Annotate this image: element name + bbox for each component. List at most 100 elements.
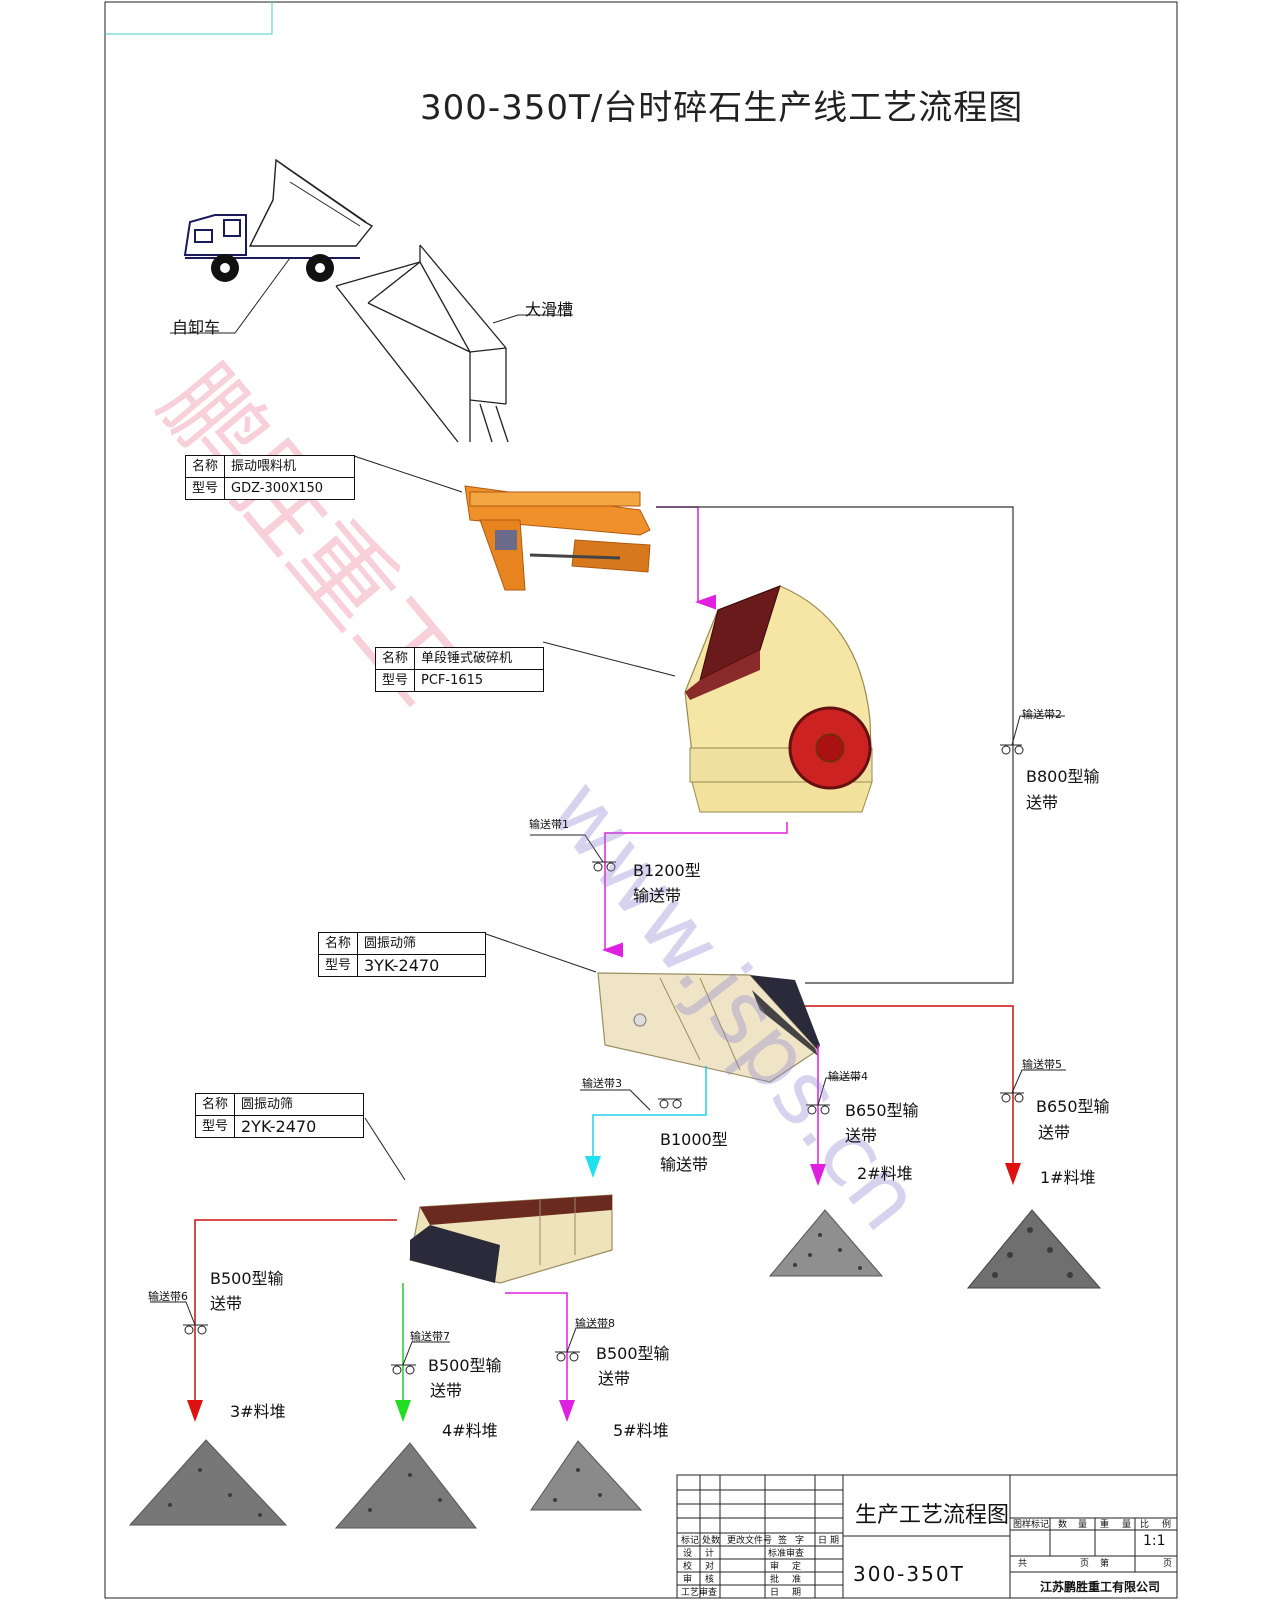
belt2-model-2: 送带 — [1026, 793, 1059, 812]
screen2-model: 2YK-2470 — [241, 1117, 317, 1136]
crusher-name: 单段锤式破碎机 — [421, 651, 513, 666]
pile5-label: 5#料堆 — [613, 1421, 669, 1440]
spec-key: 名称 — [186, 456, 225, 477]
belt4-model: B650型输 — [845, 1101, 919, 1120]
conveyor5-flow — [805, 1005, 1014, 1180]
tb-qty-1: 数 — [1058, 1520, 1068, 1530]
drawing-name: 生产工艺流程图 — [855, 1503, 1010, 1528]
pile4-label: 4#料堆 — [442, 1421, 498, 1440]
belt6-label: 输送带6 — [148, 1290, 188, 1303]
belt5-model-2: 送带 — [1038, 1123, 1071, 1142]
tb-header-date1: 日 — [818, 1536, 828, 1546]
feeder-model: GDZ-300X150 — [231, 481, 323, 496]
tb-ratify-1: 批 — [770, 1575, 780, 1585]
belt8-label: 输送带8 — [575, 1317, 615, 1330]
belt6-model: B500型输 — [210, 1269, 284, 1288]
feeder-leader — [353, 455, 463, 493]
tb-header-sign2: 字 — [795, 1536, 805, 1546]
crusher-leader — [542, 641, 676, 677]
tb-approve-1: 审 — [770, 1562, 780, 1572]
corner-tab — [105, 2, 273, 35]
screen2-spec: 名称圆振动筛 型号 2YK-2470 — [195, 1093, 364, 1138]
belt1-label: 输送带1 — [529, 818, 569, 831]
conveyor5-arrow — [1005, 1163, 1021, 1185]
tb-header-docno: 更改文件号 — [727, 1536, 773, 1546]
hopper-chute-icon — [335, 244, 509, 443]
tb-header-count: 处数 — [702, 1536, 721, 1546]
stone-texture — [168, 1227, 1073, 1517]
tb-sheet-total: 共 — [1018, 1559, 1028, 1569]
belt7-model: B500型输 — [428, 1356, 502, 1375]
tb-review-2: 核 — [705, 1575, 715, 1585]
tb-date-2: 期 — [792, 1588, 802, 1598]
hopper-label: 大滑槽 — [525, 300, 574, 319]
spec-key: 名称 — [376, 648, 415, 669]
tb-header-sign1: 签 — [778, 1536, 788, 1546]
tb-weight-2: 量 — [1122, 1520, 1132, 1530]
tb-sheet-unit: 页 — [1080, 1559, 1090, 1569]
vibrating-feeder-icon — [464, 485, 651, 591]
conveyor1-flow — [602, 822, 788, 958]
belt2-label: 输送带2 — [1022, 708, 1062, 721]
screen1-model: 3YK-2470 — [364, 956, 440, 975]
hopper-leader — [492, 314, 573, 324]
tb-sample-mark: 图样标记 — [1013, 1520, 1050, 1530]
screen1-leader — [485, 933, 597, 973]
conveyor3-flow — [592, 1066, 707, 1168]
belt1-model: B1200型 — [633, 861, 701, 880]
conveyor6-arrow — [187, 1400, 203, 1422]
tb-sheet-unit2: 页 — [1163, 1559, 1173, 1569]
tb-approve-2: 定 — [792, 1562, 802, 1572]
conveyor3-arrow — [585, 1156, 601, 1178]
pile3-label: 3#料堆 — [230, 1402, 286, 1421]
tb-weight-1: 重 — [1100, 1520, 1110, 1530]
tb-date-1: 日 — [770, 1588, 780, 1598]
spec-key: 型号 — [196, 1116, 235, 1137]
tb-header-date2: 期 — [830, 1536, 840, 1546]
drawing-number: 300-350T — [853, 1562, 965, 1586]
spec-key: 型号 — [319, 955, 358, 976]
scale-value: 1:1 — [1143, 1533, 1166, 1549]
conveyor8-flow — [505, 1292, 568, 1410]
truck-leader — [170, 257, 291, 334]
tb-process-review: 工艺审查 — [681, 1588, 718, 1598]
belt6-model-2: 送带 — [210, 1294, 243, 1313]
tb-check-2: 对 — [705, 1562, 715, 1572]
title-block-grid — [676, 1474, 1178, 1599]
tb-design-2: 计 — [705, 1549, 715, 1559]
pile2-label: 2#料堆 — [857, 1164, 913, 1183]
feed-to-crusher-flow — [656, 506, 716, 610]
company-name: 江苏鹏胜重工有限公司 — [1040, 1580, 1161, 1594]
conveyor4-arrow — [810, 1164, 826, 1186]
page-title: 300-350T/台时碎石生产线工艺流程图 — [420, 88, 1024, 128]
screen2-name: 圆振动筛 — [241, 1097, 294, 1112]
belt5-model: B650型输 — [1036, 1097, 1110, 1116]
belt3-model: B1000型 — [660, 1130, 728, 1149]
spec-key: 型号 — [186, 478, 225, 499]
feeder-name: 振动喂料机 — [231, 459, 297, 474]
screen2-icon — [409, 1194, 613, 1284]
conveyor6-flow — [194, 1219, 397, 1405]
dump-truck-icon — [183, 158, 374, 282]
tb-design-1: 设 — [683, 1549, 693, 1559]
tb-header-mark: 标记 — [681, 1536, 700, 1546]
spec-key: 型号 — [376, 670, 415, 691]
belt7-label: 输送带7 — [410, 1330, 450, 1343]
spec-key: 名称 — [196, 1094, 235, 1115]
tb-review-1: 审 — [683, 1575, 693, 1585]
tb-std-review: 标准审查 — [768, 1549, 805, 1559]
hammer-crusher-icon — [684, 585, 873, 813]
belt8-model: B500型输 — [596, 1344, 670, 1363]
belt7-model-2: 送带 — [430, 1381, 463, 1400]
belt3-model-2: 输送带 — [660, 1155, 709, 1174]
belt4-model-2: 送带 — [845, 1126, 878, 1145]
tb-qty-2: 量 — [1078, 1520, 1088, 1530]
belt8-model-2: 送带 — [598, 1369, 631, 1388]
conveyor7-arrow — [395, 1400, 411, 1422]
tb-sheet-no: 第 — [1100, 1559, 1110, 1569]
pulley-symbols — [150, 715, 1066, 1375]
